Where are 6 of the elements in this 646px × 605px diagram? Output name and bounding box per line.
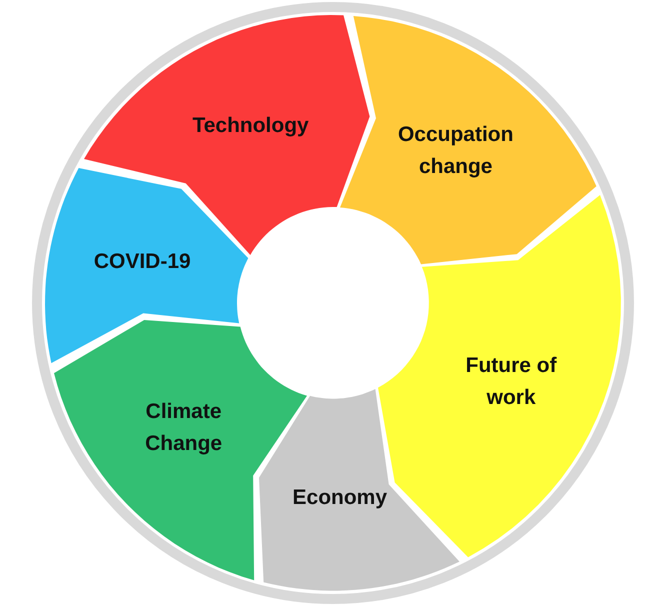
segment-label: Climate Change bbox=[144, 399, 224, 458]
segment-label: Future of work bbox=[464, 353, 558, 412]
segment-label: Occupation change bbox=[396, 122, 514, 180]
segment-label: COVID-19 bbox=[92, 249, 192, 276]
segment-label: Technology bbox=[191, 113, 310, 140]
segment-label: Economy bbox=[292, 484, 388, 511]
